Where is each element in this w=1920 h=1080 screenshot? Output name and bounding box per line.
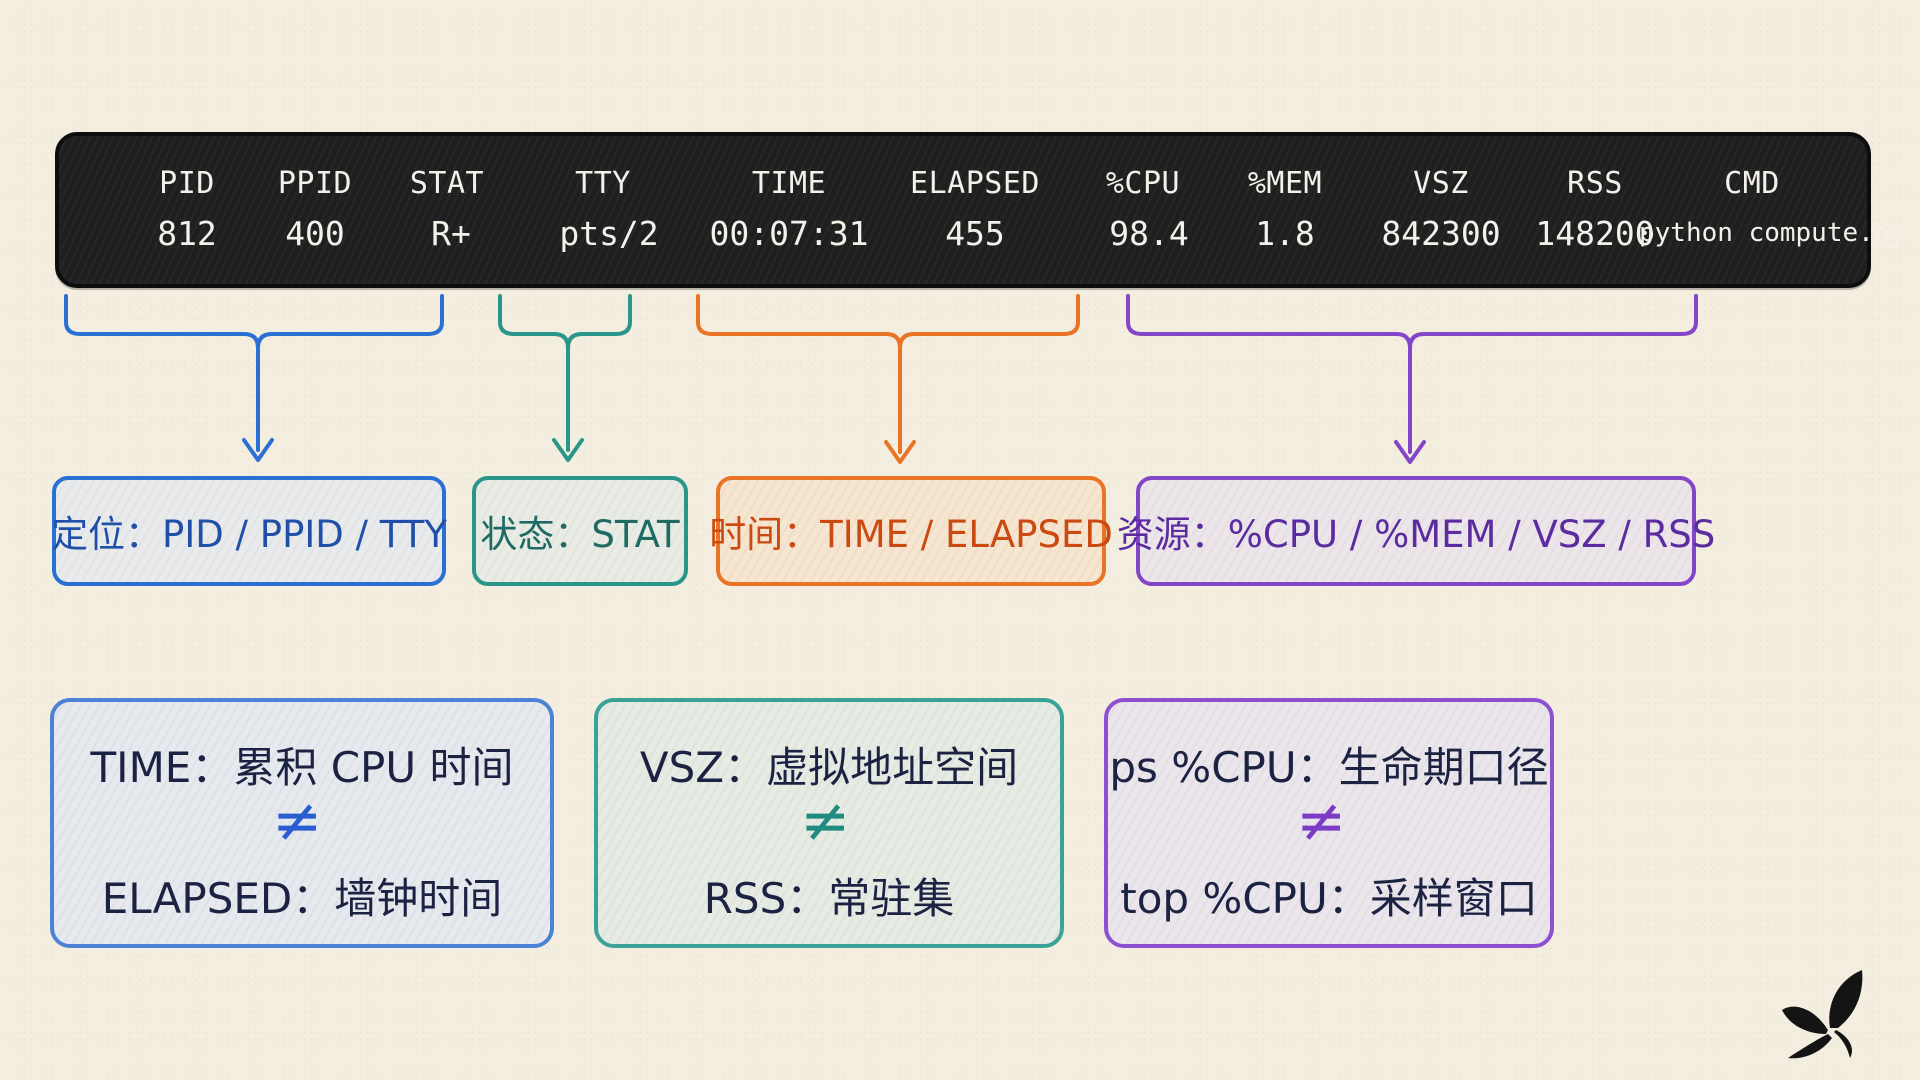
column-header: VSZ — [1413, 166, 1469, 201]
not-equal-icon: ≠ — [272, 786, 323, 856]
comparison-top: VSZ：虚拟地址空间 — [639, 743, 1019, 792]
orange-arrowhead — [884, 440, 916, 464]
blue-brace-right — [256, 294, 444, 350]
not-equal-icon: ≠ — [800, 786, 851, 856]
purple-brace — [1126, 294, 1412, 454]
butterfly-icon — [1782, 970, 1863, 1059]
column-header: CMD — [1724, 166, 1780, 201]
column-value: 812 — [157, 214, 217, 253]
comparison-box-vsz-vs-rss: VSZ：虚拟地址空间 ≠ RSS：常驻集 — [594, 698, 1064, 948]
column-value: 455 — [945, 214, 1005, 253]
column-value: 148200 — [1535, 214, 1655, 253]
category-label: 定位：PID / PPID / TTY — [51, 513, 447, 556]
column-header: ELAPSED — [910, 166, 1040, 201]
column-header: %CPU — [1105, 166, 1181, 201]
purple-brace-right — [1408, 294, 1698, 350]
column-header: STAT — [409, 166, 485, 201]
category-box-locate: 定位：PID / PPID / TTY — [51, 476, 447, 586]
teal-brace-right — [566, 294, 632, 350]
comparison-bottom: ELAPSED：墙钟时间 — [101, 874, 503, 923]
column-value: pts/2 — [559, 214, 659, 253]
column-value: python compute.py — [1639, 218, 1906, 248]
column-value: R+ — [431, 214, 471, 253]
category-label: 资源：%CPU / %MEM / VSZ / RSS — [1116, 513, 1716, 556]
comparison-box-ps-vs-top: ps %CPU：生命期口径 ≠ top %CPU：采样窗口 — [1104, 698, 1554, 948]
comparison-top: ps %CPU：生命期口径 — [1109, 743, 1549, 792]
category-box-resource: 资源：%CPU / %MEM / VSZ / RSS — [1117, 476, 1715, 586]
blue-brace — [64, 294, 260, 452]
ps-output-terminal: PID 812 PPID 400 STAT R+ TTY pts/2 TIME … — [55, 132, 1906, 288]
category-label: 时间：TIME / ELAPSED — [709, 513, 1113, 556]
purple-arrowhead — [1394, 440, 1426, 464]
teal-arrowhead — [552, 438, 584, 462]
column-value: 1.8 — [1255, 214, 1315, 253]
column-value: 842300 — [1381, 214, 1501, 253]
column-value: 400 — [285, 214, 345, 253]
column-header: TIME — [751, 166, 827, 201]
column-header: PPID — [277, 166, 353, 201]
category-label: 状态：STAT — [480, 513, 680, 556]
column-value: 00:07:31 — [709, 214, 869, 253]
blue-arrowhead — [242, 438, 274, 462]
column-value: 98.4 — [1109, 214, 1189, 253]
category-box-time: 时间：TIME / ELAPSED — [709, 476, 1113, 586]
comparison-bottom: RSS：常驻集 — [703, 874, 955, 923]
orange-brace — [696, 294, 902, 454]
column-header: TTY — [575, 166, 631, 201]
column-header: RSS — [1567, 166, 1623, 201]
column-header: %MEM — [1247, 166, 1323, 201]
category-box-state: 状态：STAT — [472, 476, 688, 586]
comparison-top: TIME：累积 CPU 时间 — [90, 743, 514, 792]
teal-brace — [498, 294, 570, 452]
comparison-box-time-vs-elapsed: TIME：累积 CPU 时间 ≠ ELAPSED：墙钟时间 — [50, 698, 554, 948]
orange-brace-right — [898, 294, 1080, 350]
not-equal-icon: ≠ — [1296, 786, 1347, 856]
column-header: PID — [159, 166, 215, 201]
comparison-bottom: top %CPU：采样窗口 — [1120, 874, 1538, 923]
